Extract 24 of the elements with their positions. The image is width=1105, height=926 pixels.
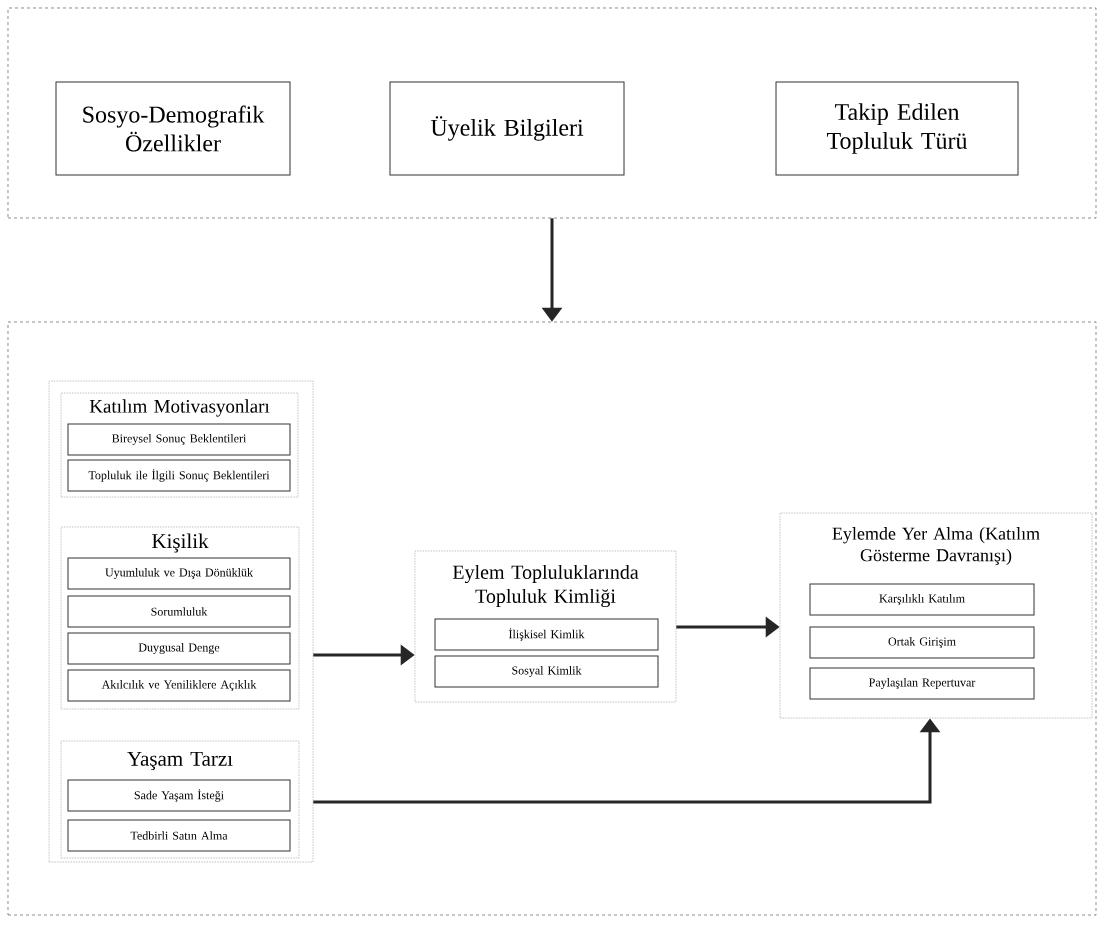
text-box: Ortak Girişim — [809, 626, 1035, 659]
text-box: Sade Yaşam İsteği — [67, 779, 291, 812]
text-box: Bireysel Sonuç Beklentileri — [67, 423, 291, 456]
heading: Katılım Motivasyonları — [89, 399, 270, 417]
heading: Yaşam Tarzı — [127, 751, 233, 771]
text-box: Akılcılık ve Yeniliklere Açıklık — [67, 669, 291, 702]
text-box: Sorumluluk — [67, 595, 291, 628]
heading: Eylem Topluluklarında Topluluk Kimliği — [452, 564, 639, 608]
group-box — [48, 380, 314, 863]
text-box: Sosyal Kimlik — [434, 655, 659, 688]
text-box: Duygusal Denge — [67, 632, 291, 665]
text-box: Topluluk ile İlgili Sonuç Beklentileri — [67, 459, 291, 492]
text-box: İlişkisel Kimlik — [434, 618, 659, 651]
text-box: Takip Edilen Topluluk Türü — [775, 81, 1019, 176]
group-box — [7, 321, 1097, 916]
heading: Kişilik — [152, 533, 209, 553]
text-box: Paylaşılan Repertuvar — [809, 667, 1035, 700]
heading: Eylemde Yer Alma (Katılım Gösterme Davranışı) — [832, 527, 1040, 565]
text-box: Uyumluluk ve Dışa Dönüklük — [67, 557, 291, 590]
text-box: Üyelik Bilgileri — [389, 81, 625, 176]
text-box: Tedbirli Satın Alma — [67, 819, 291, 852]
group-box — [7, 7, 1097, 219]
text-box: Karşılıklı Katılım — [809, 583, 1035, 616]
text-box: Sosyo-Demografik Özellikler — [55, 81, 291, 176]
